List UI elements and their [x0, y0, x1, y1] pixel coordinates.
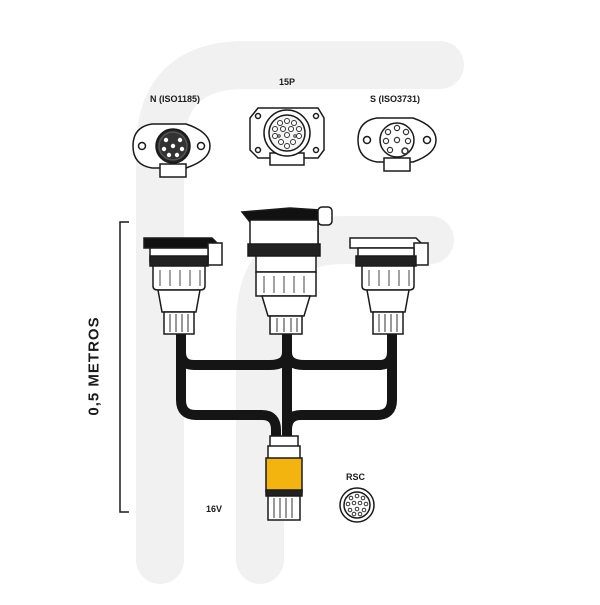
label-connector-15p: 15P	[279, 77, 296, 87]
label-voltage: 16V	[206, 504, 223, 514]
label-length: 0,5 METROS	[85, 316, 103, 416]
plug-yellow	[265, 435, 303, 521]
label-connector-s: S (ISO3731)	[370, 94, 421, 104]
socket-n-face-icon	[132, 123, 211, 178]
label-rsc: RSC	[346, 472, 366, 482]
socket-15p	[240, 206, 333, 335]
length-bracket	[119, 221, 129, 513]
socket-n	[143, 237, 223, 335]
cable-harness	[176, 325, 397, 443]
socket-s	[349, 237, 429, 335]
label-connector-n: N (ISO1185)	[150, 94, 201, 104]
socket-s-face-icon	[357, 117, 437, 172]
rsc-face-icon	[339, 487, 375, 523]
socket-15p-face-icon	[249, 107, 325, 166]
